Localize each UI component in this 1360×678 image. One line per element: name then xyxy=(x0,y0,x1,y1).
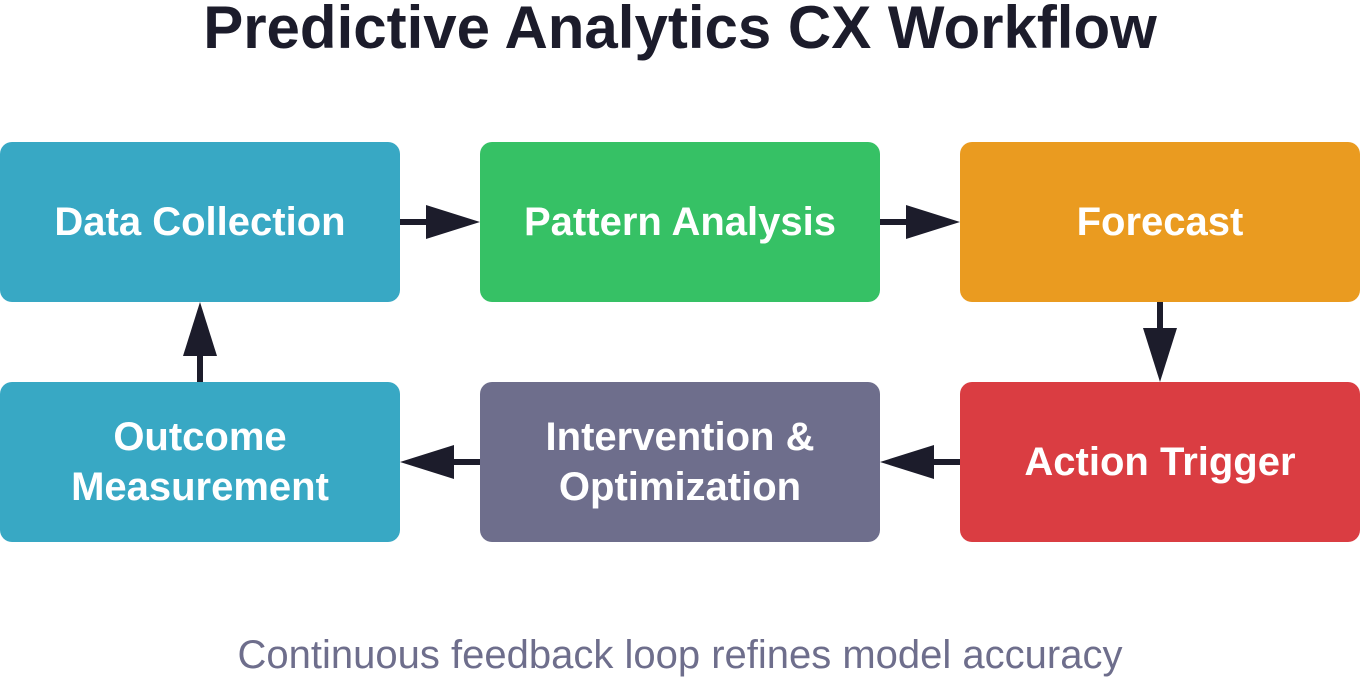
diagram-caption: Continuous feedback loop refines model a… xyxy=(237,633,1123,677)
node-label: Action Trigger xyxy=(1024,440,1296,484)
node-action-trigger: Action Trigger xyxy=(960,382,1360,542)
node-label: Forecast xyxy=(1076,200,1244,244)
arrow-outcome-to-data xyxy=(183,302,217,382)
diagram-title: Predictive Analytics CX Workflow xyxy=(203,0,1157,61)
arrow-intervention-to-outcome xyxy=(400,445,480,479)
node-outcome-measurement: Outcome Measurement xyxy=(0,382,400,542)
node-label: Data Collection xyxy=(54,200,346,244)
node-label: Outcome Measurement xyxy=(71,415,329,509)
arrow-forecast-to-action xyxy=(1143,302,1177,382)
node-intervention-optimization: Intervention & Optimization xyxy=(480,382,880,542)
node-data-collection: Data Collection xyxy=(0,142,400,302)
node-label: Intervention & Optimization xyxy=(545,415,815,509)
arrow-pattern-to-forecast xyxy=(880,205,960,239)
node-label: Pattern Analysis xyxy=(524,200,836,244)
arrow-data-to-pattern xyxy=(400,205,480,239)
node-forecast: Forecast xyxy=(960,142,1360,302)
node-pattern-analysis: Pattern Analysis xyxy=(480,142,880,302)
arrow-action-to-intervention xyxy=(880,445,960,479)
